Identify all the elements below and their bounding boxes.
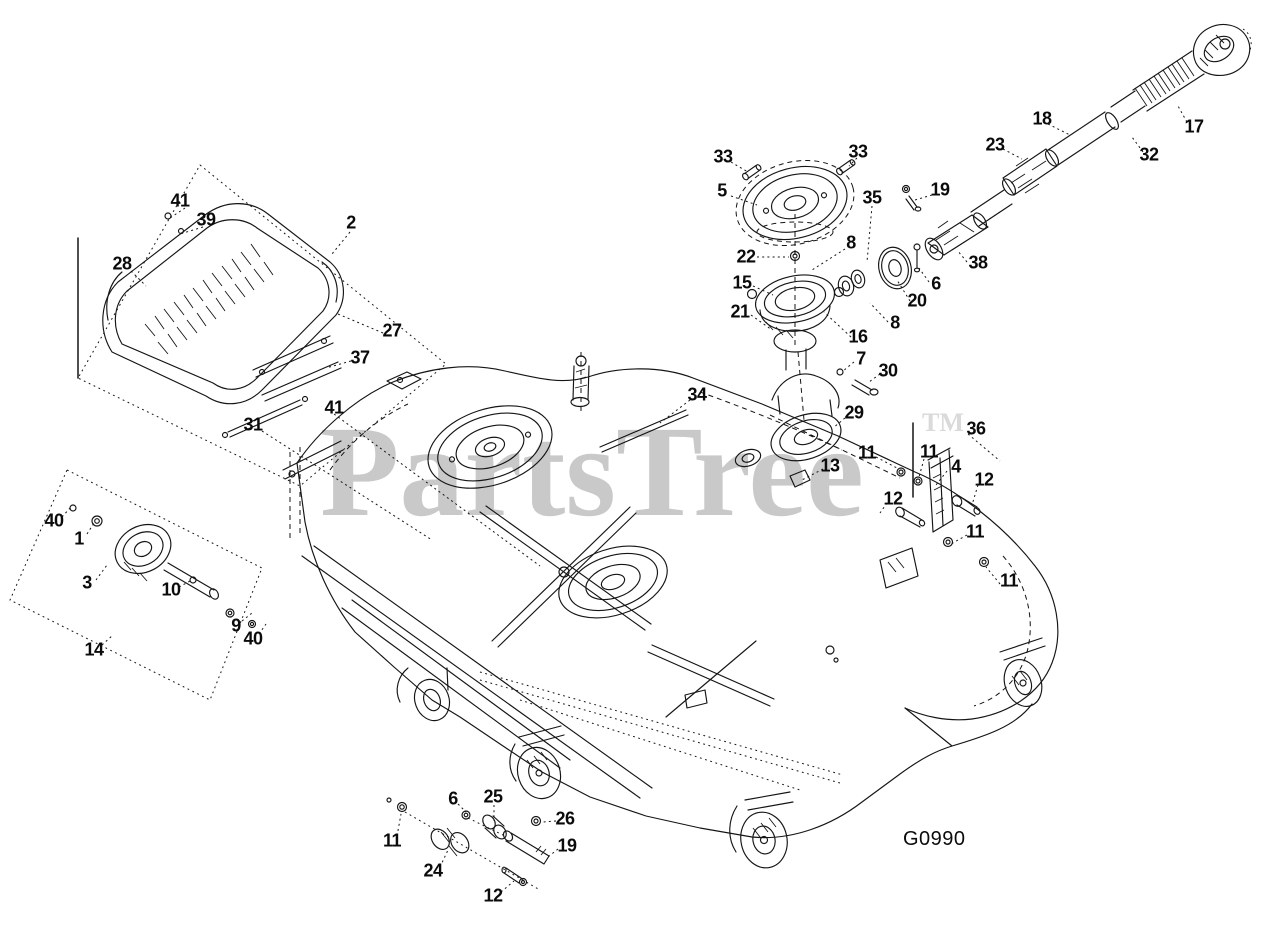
callout-label: 12: [883, 488, 903, 509]
callout-label: 38: [968, 252, 988, 273]
callout-label: 4: [951, 456, 961, 477]
belt-cover-panel: [77, 164, 447, 487]
callout-label: 33: [713, 146, 733, 167]
callout-label: 3: [82, 572, 92, 593]
callout-label: 41: [324, 397, 344, 418]
callout-label: 30: [878, 360, 898, 381]
driveshaft: [924, 23, 1252, 261]
callout-label: 29: [844, 402, 864, 423]
callout-label: 32: [1139, 144, 1159, 165]
callout-label: 11: [919, 441, 939, 462]
callout-label: 33: [848, 141, 868, 162]
callout-label: 18: [1032, 108, 1052, 129]
callout-label: 36: [966, 418, 986, 439]
callout-label: 40: [243, 628, 263, 649]
callout-label: 16: [848, 326, 868, 347]
figure-code: G0990: [903, 828, 966, 850]
mower-deck: [282, 352, 1059, 869]
callout-label: 11: [857, 442, 877, 463]
callout-label: 23: [985, 134, 1005, 155]
callout-label: 37: [350, 347, 370, 368]
callout-label: 12: [483, 885, 503, 906]
callout-label: 5: [717, 180, 727, 201]
callout-label: 13: [820, 455, 840, 476]
callout-label: 28: [112, 253, 132, 274]
callout-label: 8: [846, 232, 856, 253]
callout-label: 35: [862, 187, 882, 208]
trademark-symbol: TM: [922, 408, 964, 437]
callout-label: 34: [687, 384, 707, 405]
callout-label: 7: [856, 348, 866, 369]
callout-label: 26: [555, 808, 575, 829]
callout-label: 24: [423, 860, 443, 881]
gauge-wheel-hardware: [386, 797, 550, 891]
callout-label: 17: [1184, 116, 1204, 137]
spindle-assembly-exploded: [735, 159, 922, 421]
callout-label: 20: [907, 290, 927, 311]
hanger-bracket-right: [879, 422, 990, 589]
leader-lines: [61, 105, 1188, 893]
callout-label: 6: [448, 788, 458, 809]
callout-label: 12: [974, 469, 994, 490]
callout-label: 19: [930, 179, 950, 200]
watermark: PartsTree: [320, 400, 864, 544]
callout-label: 11: [382, 830, 402, 851]
callout-label: 19: [557, 835, 577, 856]
callout-label: 25: [483, 786, 503, 807]
callout-label: 9: [231, 615, 241, 636]
callout-label: 31: [243, 414, 263, 435]
callout-label: 14: [84, 639, 104, 660]
callout-label: 8: [890, 312, 900, 333]
callout-label: 15: [732, 272, 752, 293]
callout-label: 21: [730, 301, 750, 322]
callout-label: 39: [196, 209, 216, 230]
callout-label: 22: [736, 246, 756, 267]
callout-label: 1: [74, 528, 84, 549]
callout-label: 11: [999, 570, 1019, 591]
callout-label: 11: [965, 521, 985, 542]
callout-label: 27: [382, 320, 402, 341]
caster-arm-panel: [9, 469, 263, 701]
callout-label: 6: [931, 273, 941, 294]
callout-label: 41: [170, 190, 190, 211]
callout-label: 40: [44, 510, 64, 531]
callout-label: 2: [346, 212, 356, 233]
callout-label: 10: [161, 579, 181, 600]
